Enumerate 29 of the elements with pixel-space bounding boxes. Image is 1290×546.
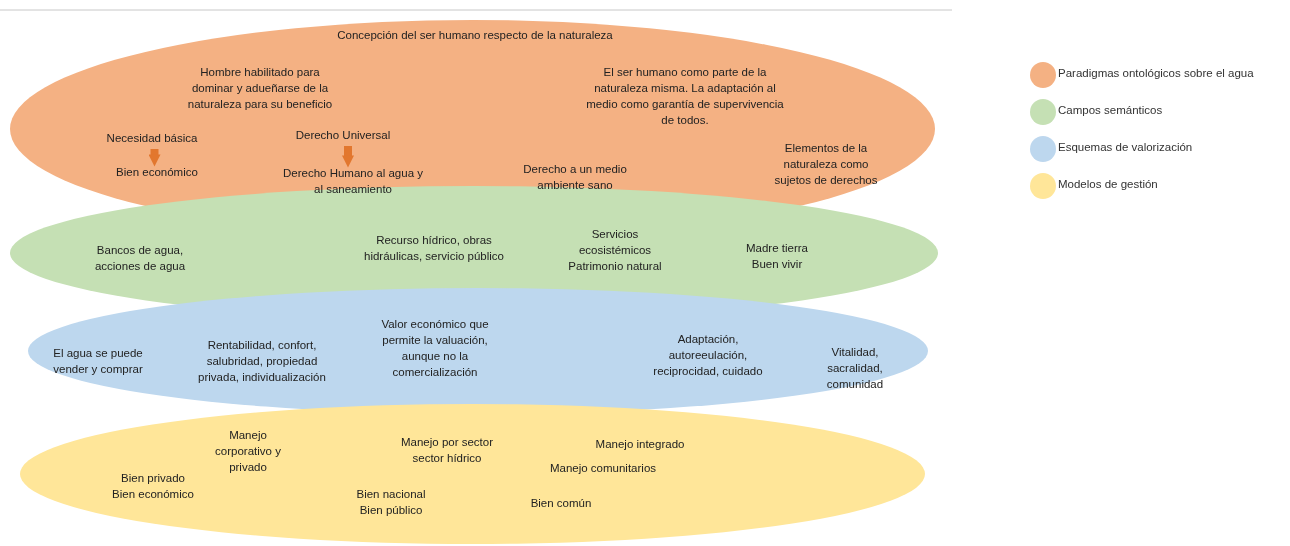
band-text: Bien privado Bien económico [111,471,195,502]
band-text: El ser humano como parte de la naturaleza misma. La adaptación al medio como garantía de supervivencia de todos. [585,65,785,128]
text-label: Bien económico [97,164,217,182]
band-text: Valor económico que permite la valuación, aunque no la comercialización [380,317,490,380]
band-text: Manejo integrado [594,437,686,452]
band-text: Bien nacional Bien público [355,487,427,518]
band-text: Vitalidad, sacralidad, comunidad [825,345,885,392]
legend-label: Modelos de gestión [1058,178,1158,190]
band-text: Derecho a un medio ambiente sano [522,162,628,193]
text-label: Derecho Universal [283,127,403,145]
band-text: Elementos de la naturaleza como sujetos de derechos [773,141,879,188]
band-text: Bien común [529,496,593,511]
text-label: Derecho Humano al agua y al saneamiento [283,165,423,199]
band-text: Madre tierra Buen vivir [745,241,809,272]
band-text: Hombre habilitado para dominar y adueñarse de la naturaleza para su beneficio [186,65,334,112]
band-text: Manejo por sector sector hídrico [399,435,494,466]
band-text: Servicios ecosistémicos Patrimonio natural [567,227,663,274]
legend-label: Paradigmas ontológicos sobre el agua [1058,67,1254,79]
legend-label: Esquemas de valorización [1058,141,1193,153]
band-text: Manejo comunitarios [548,461,658,476]
band-text: Manejo corporativo y privado [214,428,282,475]
band-text: Rentabilidad, confort, salubridad, propiedad privada, individualización [197,338,327,385]
band-text: Bancos de agua, acciones de agua [93,243,187,274]
band-text: Recurso hídrico, obras hidráulicas, servicio público [363,233,505,264]
legend-label: Campos semánticos [1058,104,1163,116]
band-text: Concepción del ser humano respecto de la naturaleza [336,28,614,43]
text-label: Necesidad básica [92,130,212,148]
band-text: Adaptación, autoreeulación, reciprocidad, cuidado [652,332,764,379]
band-text: El agua se puede vender y comprar [52,346,144,377]
